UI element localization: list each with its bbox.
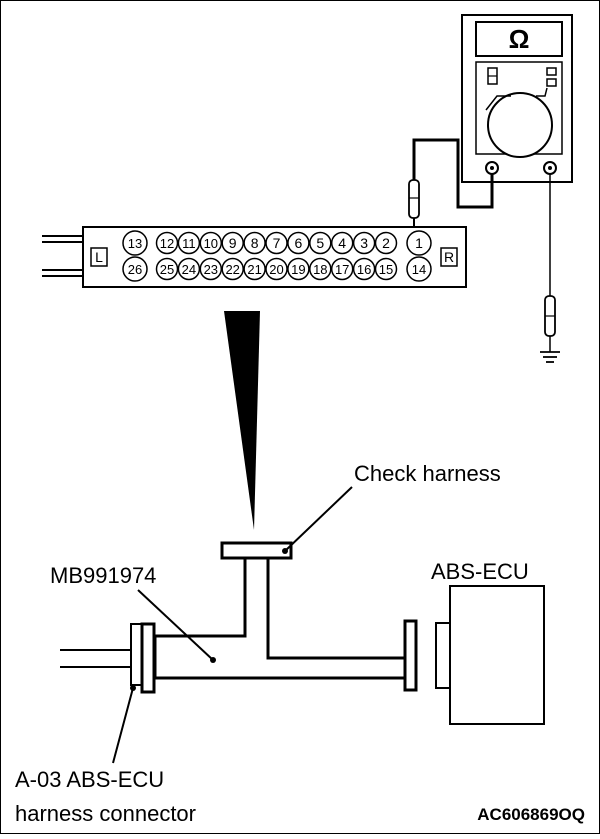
harness-connector-leader [112,687,134,764]
harness-connector-label-line1: A-03 ABS-ECU [15,767,164,792]
pin-label: 18 [313,262,327,277]
pin-26 [122,256,148,282]
pin-24 [177,257,201,281]
pin-label: 23 [204,262,218,277]
pin-label: 21 [247,262,261,277]
left-marker: L [95,249,103,265]
left-marker-box [90,247,108,267]
harness-connector-label-line2: harness connector [15,801,196,826]
check-harness-label: Check harness [354,461,501,486]
pin-label: 8 [251,235,259,251]
pin-3 [352,231,376,255]
pin-2 [374,231,398,255]
pin-label: 26 [128,262,142,277]
pin-8 [243,231,266,255]
pin-11 [177,231,201,255]
range-dial [487,92,553,158]
pin-label: 10 [204,236,218,251]
pin-label: 7 [273,235,281,251]
meter-indicator-icon [546,67,557,76]
pin-25 [155,257,179,281]
ohmmeter: Ω [461,14,573,183]
adapter-connector-left [140,622,156,694]
check-harness-leader [284,486,353,552]
pin-label: 2 [382,235,390,251]
pin-label: 6 [295,235,303,251]
ground-icon [540,351,560,363]
pin-label: 12 [160,236,174,251]
abs-ecu [435,585,545,725]
pin-label: 5 [316,235,324,251]
ohm-symbol: Ω [509,24,530,54]
pin-20 [265,257,288,281]
pin-label: 14 [412,262,426,277]
pin-label: 15 [379,262,393,277]
ecu-label: ABS-ECU [431,559,529,584]
pin-label: 9 [229,235,237,251]
pin-5 [309,231,332,255]
pin-23 [199,257,223,281]
right-marker-box [440,247,458,267]
pin-21 [243,257,266,281]
pin-label: 16 [357,262,371,277]
pin-label: 13 [128,236,142,251]
pin-12 [155,231,179,255]
pin-4 [330,231,354,255]
pin-label: 1 [415,235,423,251]
pin-label: 25 [160,262,174,277]
pin-1 [406,230,432,256]
pin-18 [309,257,332,281]
pin-label: 20 [269,262,283,277]
pin-label: 24 [182,262,196,277]
pin-22 [221,257,244,281]
pin-17 [330,257,354,281]
adapter-connector-right [403,619,418,692]
meter-indicator-icon [546,78,557,87]
positive-lead-wire [412,138,494,209]
pointer-wedge [224,311,260,530]
ecu-body [449,585,545,725]
pin-10 [199,231,223,255]
right-marker: R [444,249,454,265]
pin-label: 19 [291,262,305,277]
callouts [112,486,353,764]
adapter-leader [137,589,214,661]
pin-label: 11 [182,236,196,251]
pin-label: 3 [360,235,368,251]
pin-row-bottom: 26 25 24 23 22 21 20 19 18 17 16 15 14 [122,256,432,282]
pin-19 [287,257,310,281]
pin-label: 17 [335,262,349,277]
dial-scale-marks [485,87,548,111]
pin-13 [122,230,148,256]
check-harness-assembly [60,541,418,694]
pin-14 [406,256,432,282]
pin-7 [265,231,288,255]
pin-16 [352,257,376,281]
pin-label: 22 [225,262,239,277]
pin-9 [221,231,244,255]
pin-6 [287,231,310,255]
meter-display [475,21,563,57]
pin-label: 4 [338,235,346,251]
adapter-part-number: MB991974 [50,563,156,588]
figure-code: AC606869OQ [477,805,585,824]
pin-15 [374,257,398,281]
